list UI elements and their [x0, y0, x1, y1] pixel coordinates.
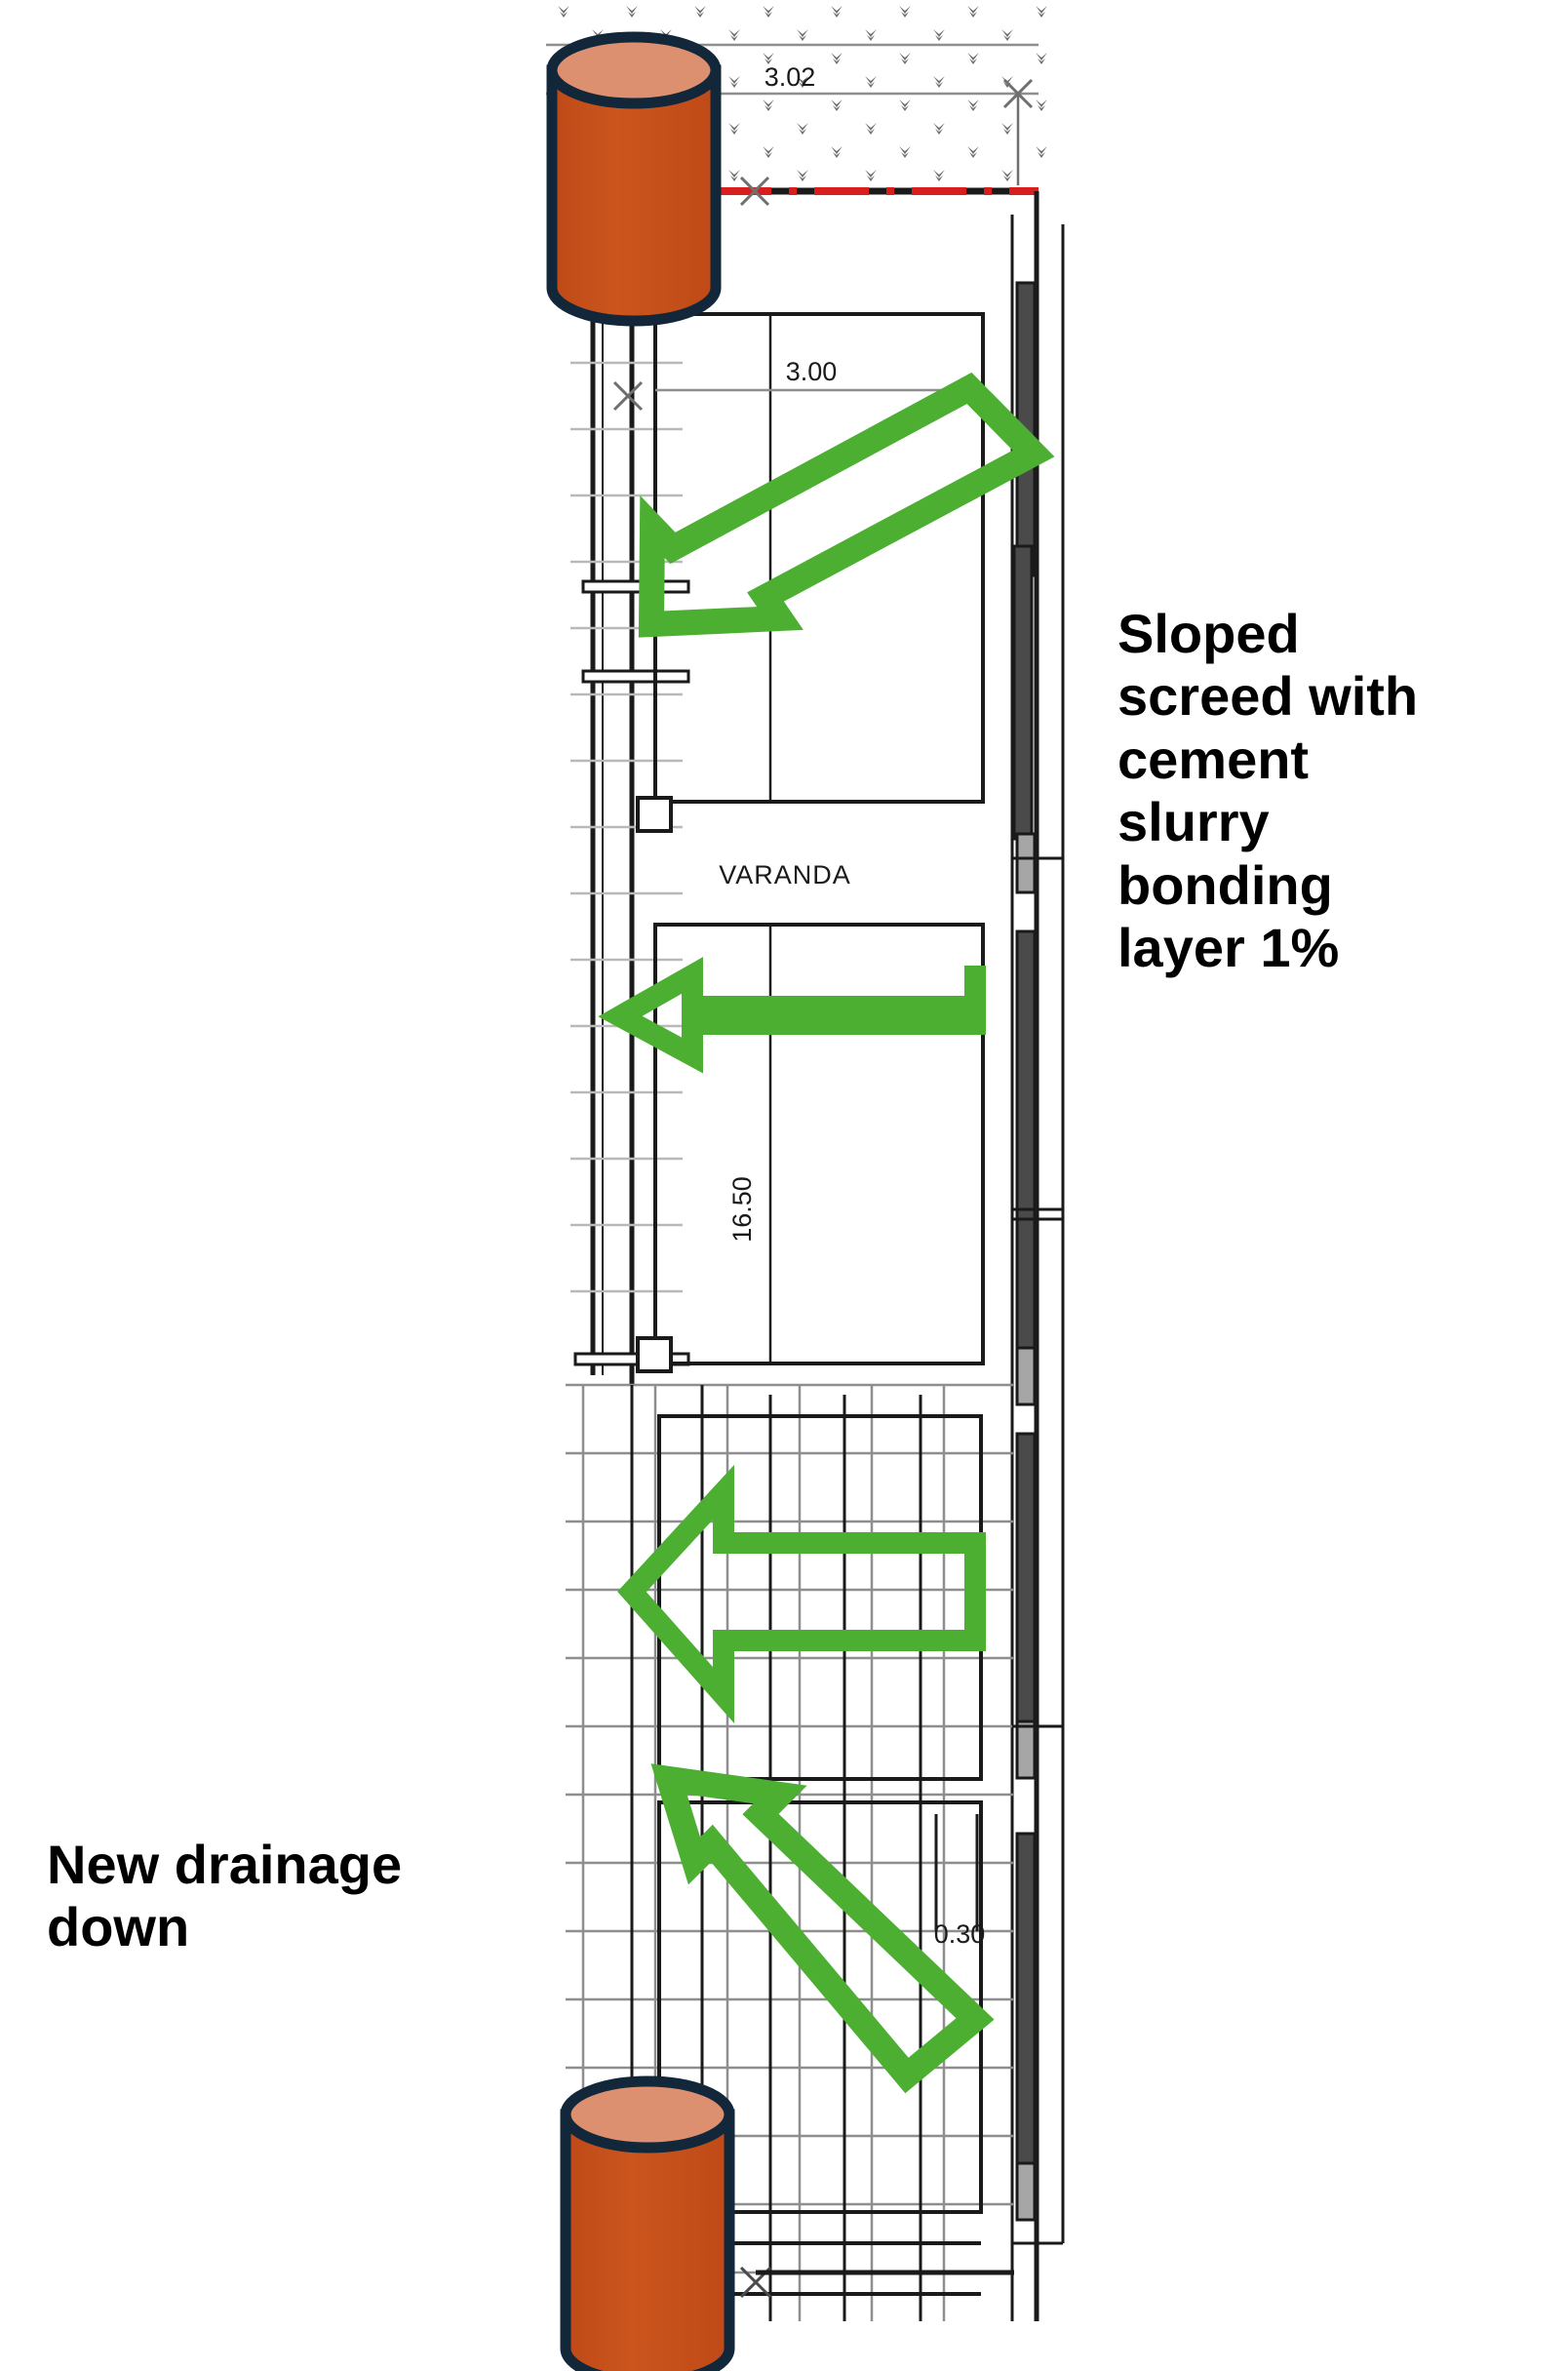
dimension-cross-300	[612, 380, 644, 412]
dimension-0-30: 0.30	[934, 1919, 986, 1949]
slope-arrow-1	[638, 372, 1055, 638]
slope-arrow-2	[598, 957, 986, 1074]
dimension-3-00: 3.00	[786, 357, 838, 386]
room-bay-lower-1	[657, 1414, 983, 1781]
wall-notch	[636, 796, 673, 833]
wall-notch	[636, 1336, 673, 1373]
drainage-pipe-top	[546, 31, 722, 327]
slope-arrow-3	[617, 1464, 986, 1723]
dimension-ladder-left	[590, 293, 635, 1385]
building-outline	[1010, 191, 1065, 2321]
room-label-varanda: VARANDA	[719, 860, 851, 889]
wall-step-marks	[1012, 856, 1063, 2245]
dimension-0-30-leaders	[934, 1814, 979, 1931]
slope-arrow-4	[650, 1763, 995, 2094]
window-openings	[1012, 281, 1037, 2222]
drainage-pipe-bottom	[560, 2075, 735, 2371]
dimension-3-02: 3.02	[764, 62, 816, 92]
note-new-drainage: New drainage down	[47, 1834, 403, 1958]
room-bay-middle	[653, 923, 985, 1365]
boundary-tick	[739, 176, 770, 207]
ladder-tie-bar	[573, 579, 690, 1366]
dimension-16-50: 16.50	[727, 1176, 757, 1243]
dimension-ladder-rungs	[570, 361, 683, 1293]
note-sloped-screed: Sloped screed with cement slurry bonding…	[1117, 603, 1419, 978]
